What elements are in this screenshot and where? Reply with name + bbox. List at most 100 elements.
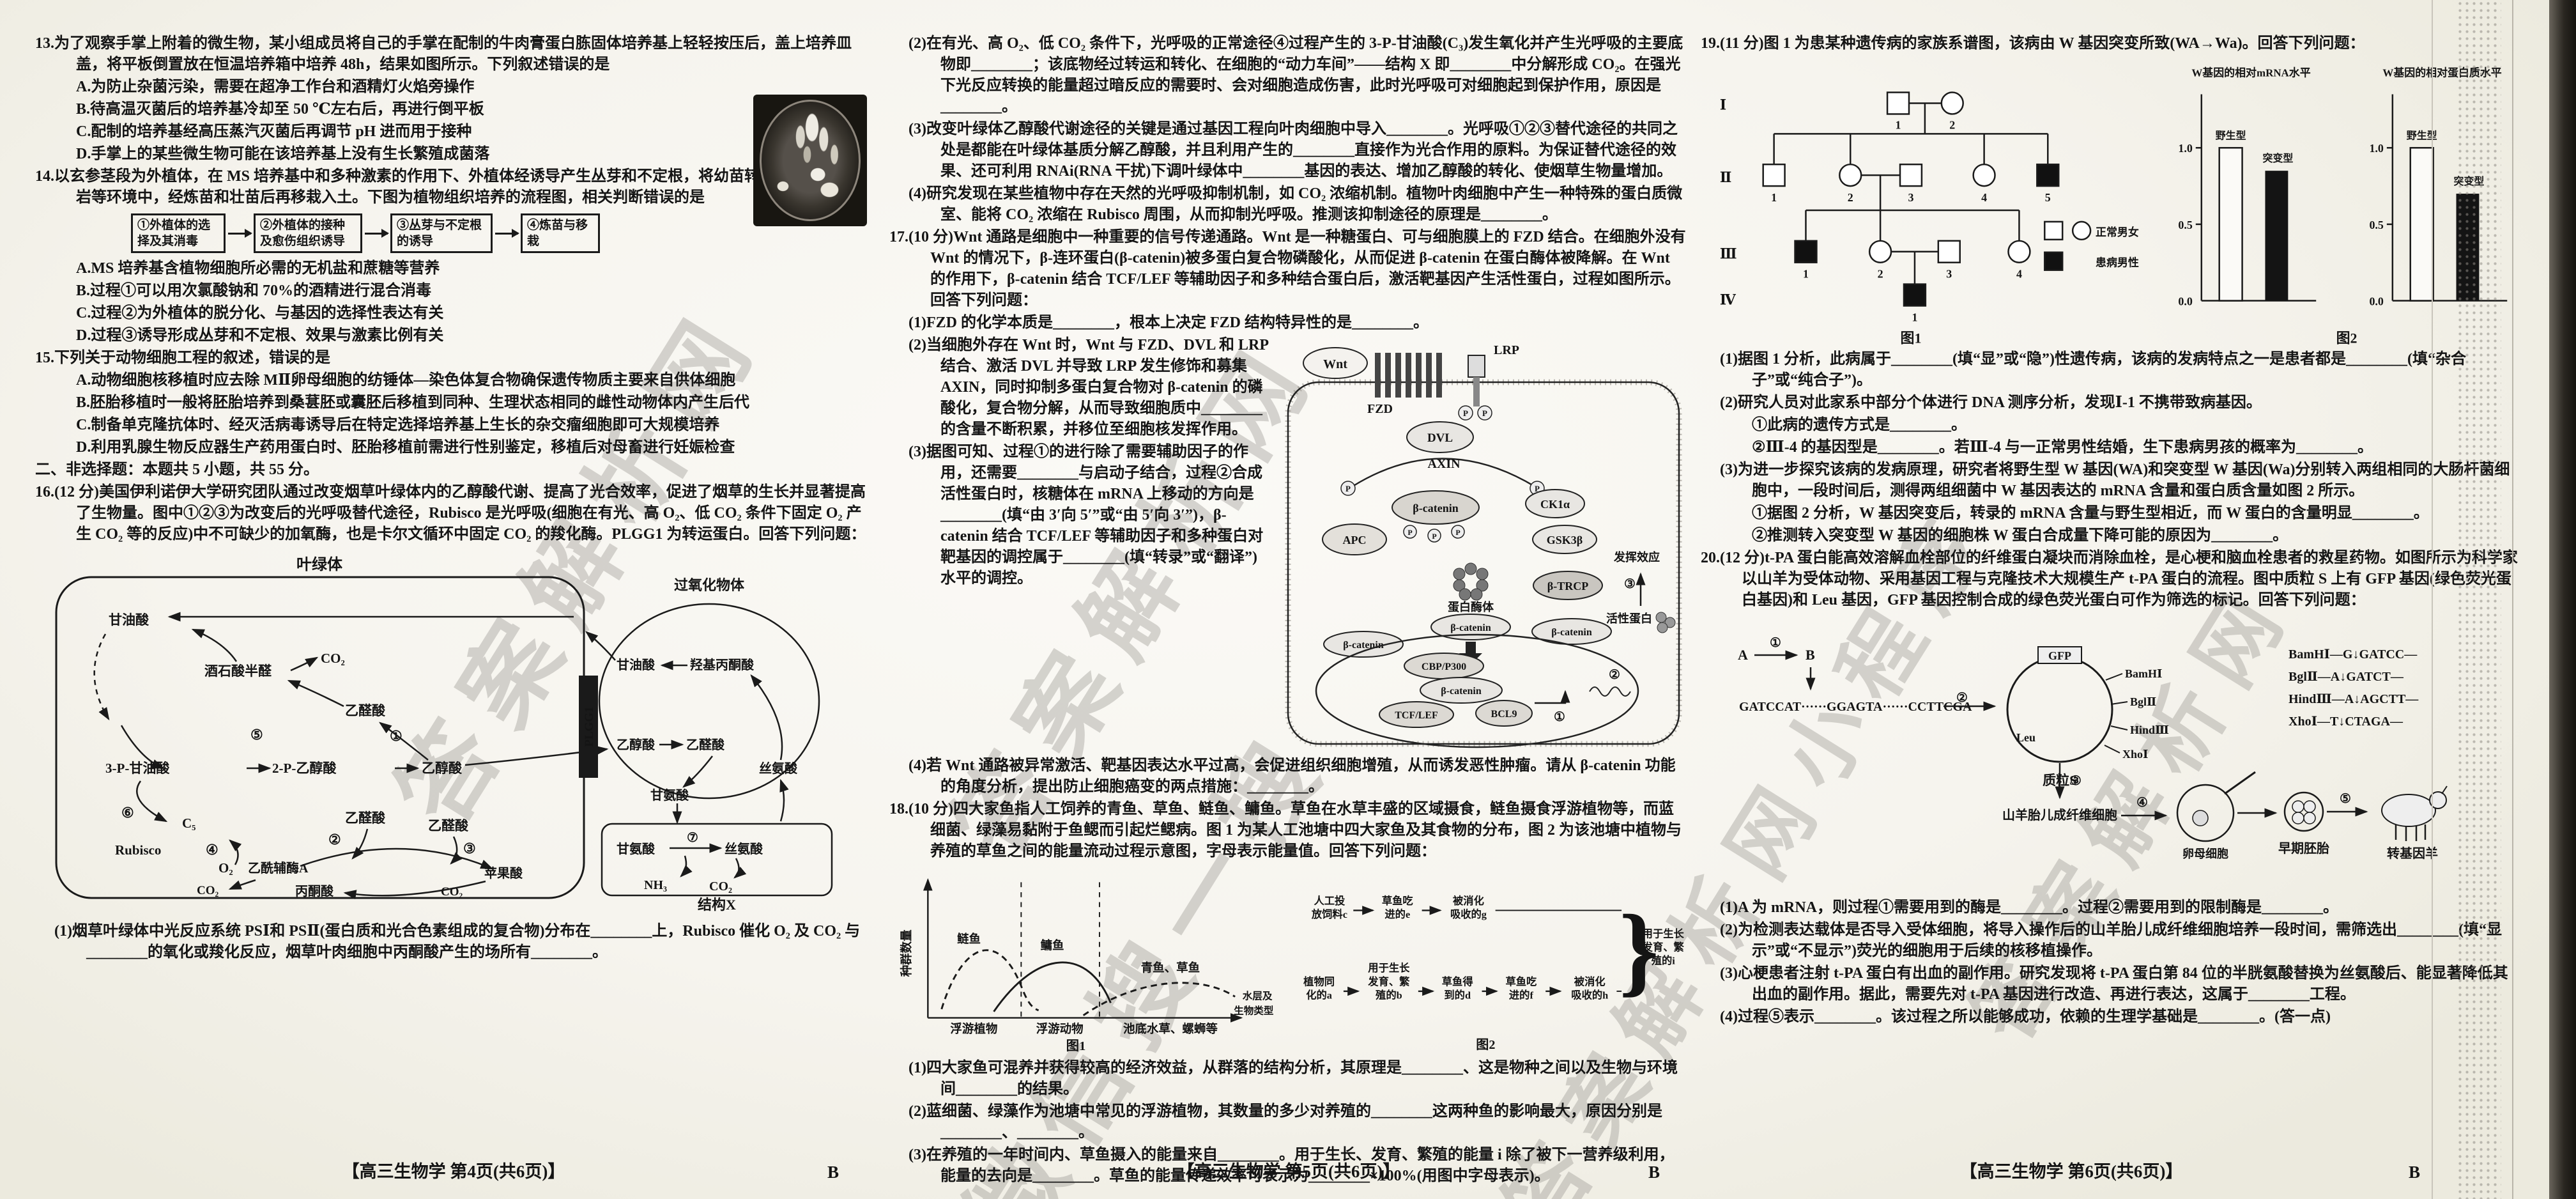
plgg1-label: PLGG1 <box>583 706 596 746</box>
q15-stem: 15.下列关于动物细胞工程的叙述，错误的是 <box>35 350 330 366</box>
dna-sequence: GATCCAT······GGAGTA······CCTTCGA <box>1739 700 1972 714</box>
tick-label: 0.0 <box>2369 295 2383 307</box>
hydroxypyruvate-label: 羟基丙酮酸 <box>690 657 755 672</box>
flow-arrow-icon <box>495 228 519 238</box>
fzd-label: FZD <box>1367 402 1393 416</box>
page4-footer: 【高三生物学 第4页(共6页)】 <box>342 1162 565 1181</box>
svg-text:1: 1 <box>1803 268 1809 281</box>
structure-x-metabolites: 甘氨酸 ⑦ 丝氨酸 NH₃ CO₂ <box>617 831 763 893</box>
step4-label: ④ <box>2136 796 2148 810</box>
q18-sub2: (2)蓝细菌、绿藻作为池塘中常见的浮游植物，其数量的多少对养殖的________… <box>908 1103 1662 1141</box>
bcl9-label: BCL9 <box>1491 709 1517 720</box>
beta-catenin-protein <box>1531 618 1612 645</box>
phosphate-icon <box>1340 481 1356 496</box>
pedigree-male-normal <box>1886 91 1910 115</box>
nh3-label: NH₃ <box>644 878 667 892</box>
step6-label: ⑥ <box>121 805 134 821</box>
early-embryo-icon <box>2283 791 2324 832</box>
energy-node-absorbed-h: 被消化 吸收的h <box>1572 975 1609 1001</box>
q13-stem: 13.为了观察手掌上附着的微生物，某小组成员将自己的手掌在配制的牛肉膏蛋白胨固体… <box>35 35 852 73</box>
microinjection-needle-icon <box>2224 771 2256 795</box>
wild-type-label: 野生型 <box>2216 129 2246 141</box>
fold-line <box>2432 0 2433 1199</box>
glycine-label: 甘氨酸 <box>650 787 689 803</box>
generation-2-label: Ⅱ <box>1720 169 1731 185</box>
dvl-label: DVL <box>1427 431 1453 445</box>
q19-stem: 19.(11 分)图 1 为患某种遗传病的家族系谱图，该病由 W 基因突变所致(… <box>1701 35 2365 52</box>
step2-label: ② <box>1609 668 1620 682</box>
wnt-label: Wnt <box>1323 357 1347 371</box>
arrow <box>191 628 238 662</box>
pedigree-male-affected <box>1903 283 1927 307</box>
cycle-arc <box>300 847 494 870</box>
phosphate-label: P <box>1463 408 1468 418</box>
q18-sub3: (3)在养殖的一年时间内、草鱼摄入的能量来自________。用于生长、发育、繁… <box>908 1147 1675 1184</box>
peroxisome-label: 过氧化物体 <box>674 577 745 593</box>
wild-type-label: 野生型 <box>2407 129 2437 141</box>
tcf-lef-label: TCF/LEF <box>1395 710 1438 721</box>
pedigree-male-normal <box>1762 163 1786 187</box>
petri-dish-photo <box>753 95 867 226</box>
beta-catenin-protein <box>1392 490 1480 525</box>
q13-option-a: A.为防止杂菌污染，需要在超净工作台和酒精灯火焰旁操作 <box>76 79 475 95</box>
silver-carp-label: 鲢鱼 <box>957 932 981 946</box>
node-line: 人工投 <box>1314 895 1346 907</box>
axin-scaffold <box>1352 458 1535 488</box>
ck1a-protein <box>1525 489 1585 518</box>
q20-gene-engineering-flow: A ① B GATCCAT······GGAGTA······CCTTCGA ②… <box>1738 636 2448 861</box>
step7-label: ⑦ <box>687 831 698 845</box>
q19-sub3-part2: ②推测转入突变型 W 基因的细胞株 W 蛋白合成量下降可能的原因为_______… <box>1752 527 2288 544</box>
axin-label: AXIN <box>1427 457 1460 471</box>
energy-node-growth-b: 用于生长 发育、繁 殖的b <box>1368 962 1411 1001</box>
step1-label: ① <box>390 728 402 744</box>
figure2-caption: 图2 <box>2336 330 2357 346</box>
q19-sub3-part1: ①据图 2 分析，W 基因突变后，转录的 mRNA 含量与野生型相近，而 W 蛋… <box>1752 505 2429 522</box>
step4-label: ④ <box>206 842 218 858</box>
binding-perforation-strip <box>2457 0 2501 1199</box>
phosphate-icon <box>1403 525 1417 539</box>
fibroblast-cells-label: 山羊胎儿成纤维细胞 <box>2002 807 2117 823</box>
dvl-protein <box>1406 421 1474 453</box>
node-line: 化的a <box>1307 989 1333 1001</box>
q13-option-c: C.配制的培养基经高压蒸汽灭菌后再调节 pH 进而用于接种 <box>76 123 472 140</box>
pedigree-female-normal <box>1839 163 1862 187</box>
q18-figure1-distribution-chart: 种群数量 鲢鱼 鳙鱼 青鱼、草鱼 浮游植物 浮游动物 池底水草、螺蛳等 水层及 … <box>900 878 1274 1053</box>
beta-catenin-label: β-catenin <box>1551 627 1592 638</box>
gfp-label: GFP <box>2048 649 2071 662</box>
beta-catenin-label: β-catenin <box>1441 686 1482 697</box>
page6-version-mark: B <box>2409 1163 2421 1182</box>
pga3-label: 3-P-甘油酸 <box>105 761 170 776</box>
q20-stem: 20.(12 分)t-PA 蛋白能高效溶解血栓部位的纤维蛋白凝块而消除血栓，是心… <box>1701 550 2518 608</box>
acetylcoa-label: 乙酰辅酶A <box>248 860 309 876</box>
pedigree-female-normal <box>1972 163 1996 187</box>
pedigree-lines <box>1773 102 2049 284</box>
active-protein-icon <box>1655 612 1676 633</box>
peroxisome-metabolites: 甘油酸 羟基丙酮酸 乙醇酸 乙醛酸 甘氨酸 丝氨酸 <box>585 631 798 824</box>
svg-text:2: 2 <box>1949 118 1955 131</box>
phosphate-label: P <box>1346 484 1351 493</box>
page5-column: (2)在有光、高 O₂、低 CO₂ 条件下，光呼吸的正常途径④过程产生的 3-P… <box>889 33 1688 1184</box>
node-line: 被消化 <box>1574 975 1606 987</box>
phosphate-label: P <box>1482 408 1487 418</box>
step1-label: ① <box>1554 710 1565 724</box>
early-embryo-label: 早期胚胎 <box>2278 840 2329 856</box>
q16-sub3: (3)改变叶绿体乙醇酸代谢途径的关键是通过基因工程向叶肉细胞中导入_______… <box>908 121 1678 180</box>
apc-protein <box>1322 523 1387 555</box>
q15-option-b: B.胚胎移植时一般将胚胎培养到桑葚胚或囊胚后移植到同种、生理状态相同的雌性动物体… <box>76 394 750 411</box>
q16-metabolic-diagram: 叶绿体 PLGG1 过氧化物体 结构X 甘油酸 酒石酸半醛 CO₂ 乙醛酸 ① … <box>55 555 833 913</box>
q14-tissue-culture-flowchart: ①外植体的选择及其消毒 ②外植体的接种及愈伤组织诱导 ③丛芽与不定根的诱导 ④炼… <box>131 213 872 253</box>
restriction-enzyme-table: BamHⅠ—G↓GATCC— BglⅡ—A↓GATCT— HindⅢ—A↓AGC… <box>2288 647 2419 729</box>
node-line: 殖的b <box>1375 989 1402 1001</box>
arrow-through-plgg1 <box>464 745 609 766</box>
svg-text:1: 1 <box>1896 118 1901 131</box>
bcl9-protein <box>1475 700 1533 727</box>
silver-carp-curve <box>940 949 1039 1012</box>
phosphate-label: P <box>1535 484 1540 493</box>
q20-transgenic-goat-figure: A ① B GATCCAT······GGAGTA······CCTTCGA ②… <box>1701 614 2518 895</box>
cbp-p300-label: CBP/P300 <box>1422 661 1466 672</box>
arrow <box>682 755 713 788</box>
site-tick <box>2105 673 2123 681</box>
node-line: 吸收的g <box>1450 908 1487 920</box>
gsk3b-label: GSK3β <box>1547 534 1583 546</box>
